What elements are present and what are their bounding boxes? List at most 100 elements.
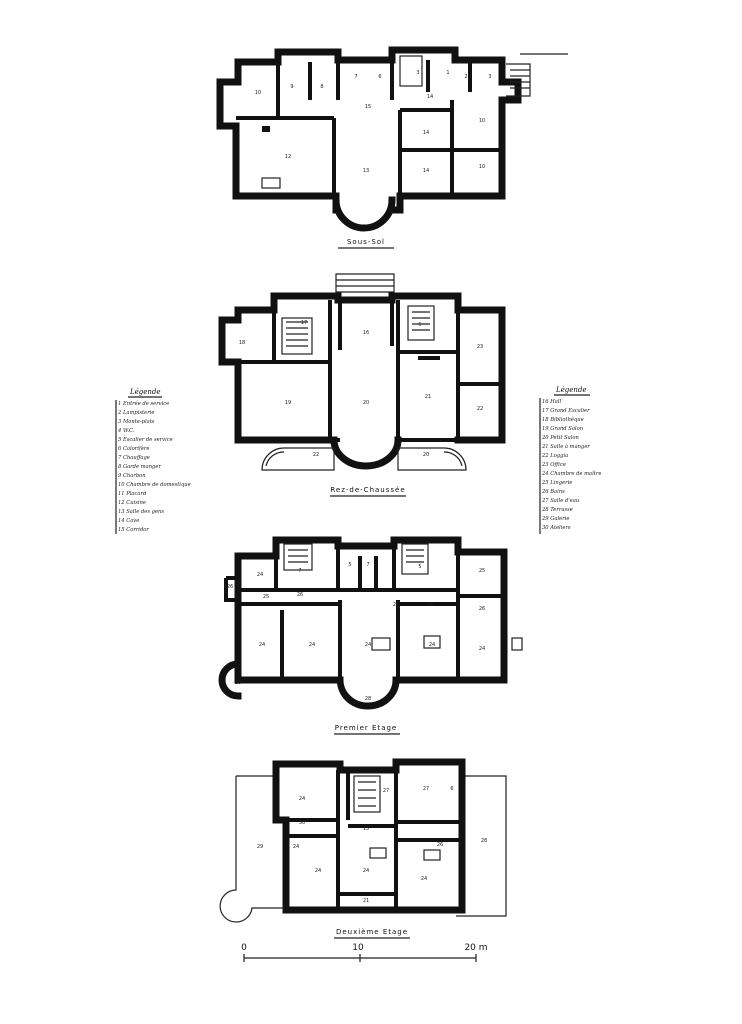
legend-right-item: 29 Galerie bbox=[541, 516, 569, 522]
svg-text:7: 7 bbox=[366, 562, 369, 568]
legend-left-item: 15 Corridor bbox=[118, 527, 149, 533]
svg-text:7: 7 bbox=[298, 568, 301, 574]
svg-text:3: 3 bbox=[488, 74, 491, 80]
svg-text:19: 19 bbox=[285, 400, 291, 406]
svg-text:27: 27 bbox=[383, 788, 389, 794]
legend-left-item: 9 Charbon bbox=[118, 473, 146, 479]
legend-right-item: 28 Terrasse bbox=[541, 507, 573, 513]
svg-text:10: 10 bbox=[255, 90, 261, 96]
svg-text:21: 21 bbox=[425, 394, 431, 400]
plan-sous-sol: 10 9 8 7 6 3 1 2 3 15 14 12 13 14 14 10 … bbox=[216, 46, 568, 249]
svg-text:20: 20 bbox=[423, 452, 429, 458]
plan-deuxieme-etage: 24 27 27 6 30 15 29 28 24 24 24 24 26 21… bbox=[219, 758, 507, 939]
svg-text:24: 24 bbox=[315, 868, 321, 874]
legend-right-title: Légende bbox=[555, 386, 587, 394]
legend-right-item: 20 Petit Salon bbox=[541, 435, 579, 441]
svg-text:26: 26 bbox=[297, 592, 303, 598]
svg-text:5: 5 bbox=[418, 564, 421, 570]
svg-text:12: 12 bbox=[285, 154, 291, 160]
svg-text:3: 3 bbox=[416, 70, 419, 76]
legend-left-item: 12 Cuisine bbox=[118, 500, 146, 506]
svg-text:2: 2 bbox=[464, 74, 467, 80]
legend-left-item: 7 Chauffage bbox=[118, 455, 150, 461]
svg-text:22: 22 bbox=[477, 406, 483, 412]
legend-right-item: 27 Salle d'eau bbox=[541, 498, 579, 504]
legend-right-item: 19 Grand Salon bbox=[542, 426, 583, 432]
legend-right-item: 21 Salle à manger bbox=[541, 443, 590, 450]
svg-text:15: 15 bbox=[365, 104, 371, 110]
legend-left-item: 4 W.C. bbox=[117, 428, 135, 434]
caption-sous-sol: Sous-Sol bbox=[347, 238, 385, 246]
scale-tick-0: 0 bbox=[241, 943, 247, 953]
svg-text:26: 26 bbox=[393, 602, 399, 608]
svg-text:14: 14 bbox=[423, 168, 429, 174]
legend-left: Légende 1 Entrée de service 2 Lampisterie… bbox=[115, 388, 191, 534]
legend-right-item: 26 Bains bbox=[541, 489, 565, 495]
caption-rez-de-chaussee: Rez-de-Chaussée bbox=[330, 486, 405, 494]
legend-left-item: 8 Garde manger bbox=[118, 464, 161, 470]
svg-text:10: 10 bbox=[479, 118, 485, 124]
svg-text:25: 25 bbox=[479, 568, 485, 574]
svg-text:24: 24 bbox=[429, 642, 435, 648]
svg-text:6: 6 bbox=[378, 74, 381, 80]
legend-left-item: 2 Lampisterie bbox=[117, 410, 154, 416]
svg-text:5: 5 bbox=[348, 562, 351, 568]
legend-right-item: 24 Chambre de maître bbox=[541, 470, 601, 477]
svg-text:14: 14 bbox=[427, 94, 433, 100]
svg-text:14: 14 bbox=[423, 130, 429, 136]
plan-premier-etage: 26 24 7 5 7 5 25 25 26 26 26 26 24 24 24… bbox=[218, 536, 523, 735]
svg-text:8: 8 bbox=[320, 84, 323, 90]
svg-text:26: 26 bbox=[479, 606, 485, 612]
svg-text:26: 26 bbox=[437, 842, 443, 848]
svg-text:24: 24 bbox=[479, 646, 485, 652]
legend-right-item: 17 Grand Escalier bbox=[542, 408, 590, 414]
svg-text:30: 30 bbox=[299, 820, 305, 826]
svg-text:23: 23 bbox=[477, 344, 483, 350]
legend-left-item: 14 Cave bbox=[118, 518, 139, 524]
svg-text:29: 29 bbox=[257, 844, 263, 850]
legend-left-item: 10 Chambre de domestique bbox=[118, 482, 191, 488]
svg-text:24: 24 bbox=[365, 642, 371, 648]
svg-text:18: 18 bbox=[239, 340, 245, 346]
svg-text:26: 26 bbox=[227, 584, 233, 590]
caption-premier-etage: Premier Etage bbox=[335, 724, 398, 732]
scale-tick-10: 10 bbox=[352, 943, 364, 953]
plan-rez-de-chaussee: 18 17 16 5 23 19 20 21 22 22 20 Rez-de-C… bbox=[218, 273, 506, 497]
legend-left-item: 11 Placard bbox=[118, 491, 147, 497]
svg-text:21: 21 bbox=[363, 898, 369, 904]
svg-text:26: 26 bbox=[427, 602, 433, 608]
svg-text:1: 1 bbox=[446, 70, 449, 76]
legend-right-item: 18 Bibliothèque bbox=[542, 416, 584, 423]
caption-deuxieme-etage: Deuxième Etage bbox=[336, 928, 408, 936]
svg-text:16: 16 bbox=[363, 330, 369, 336]
legend-left-item: 5 Escalier de service bbox=[118, 437, 173, 443]
svg-text:5: 5 bbox=[418, 322, 421, 328]
svg-text:28: 28 bbox=[365, 696, 371, 702]
svg-text:24: 24 bbox=[293, 844, 299, 850]
legend-left-item: 1 Entrée de service bbox=[118, 400, 169, 407]
svg-text:13: 13 bbox=[363, 168, 369, 174]
svg-text:24: 24 bbox=[299, 796, 305, 802]
svg-text:27: 27 bbox=[423, 786, 429, 792]
legend-right: Légende 16 Hall 17 Grand Escalier 18 Bibli… bbox=[539, 386, 601, 534]
legend-right-item: 23 Office bbox=[541, 462, 566, 468]
legend-right-item: 16 Hall bbox=[542, 399, 562, 405]
svg-text:6: 6 bbox=[450, 786, 453, 792]
svg-text:24: 24 bbox=[257, 572, 263, 578]
svg-text:10: 10 bbox=[479, 164, 485, 170]
svg-text:24: 24 bbox=[421, 876, 427, 882]
legend-right-item: 22 Loggia bbox=[541, 453, 568, 459]
svg-text:24: 24 bbox=[363, 868, 369, 874]
legend-left-item: 13 Salle des gens bbox=[118, 509, 164, 515]
legend-left-title: Légende bbox=[129, 388, 161, 396]
svg-text:15: 15 bbox=[363, 826, 369, 832]
svg-text:24: 24 bbox=[259, 642, 265, 648]
legend-right-item: 30 Ateliers bbox=[542, 525, 571, 531]
svg-text:22: 22 bbox=[313, 452, 319, 458]
svg-text:28: 28 bbox=[481, 838, 487, 844]
legend-right-item: 25 Lingerie bbox=[541, 480, 572, 486]
svg-text:24: 24 bbox=[309, 642, 315, 648]
svg-text:7: 7 bbox=[354, 74, 357, 80]
svg-text:28: 28 bbox=[235, 680, 241, 686]
